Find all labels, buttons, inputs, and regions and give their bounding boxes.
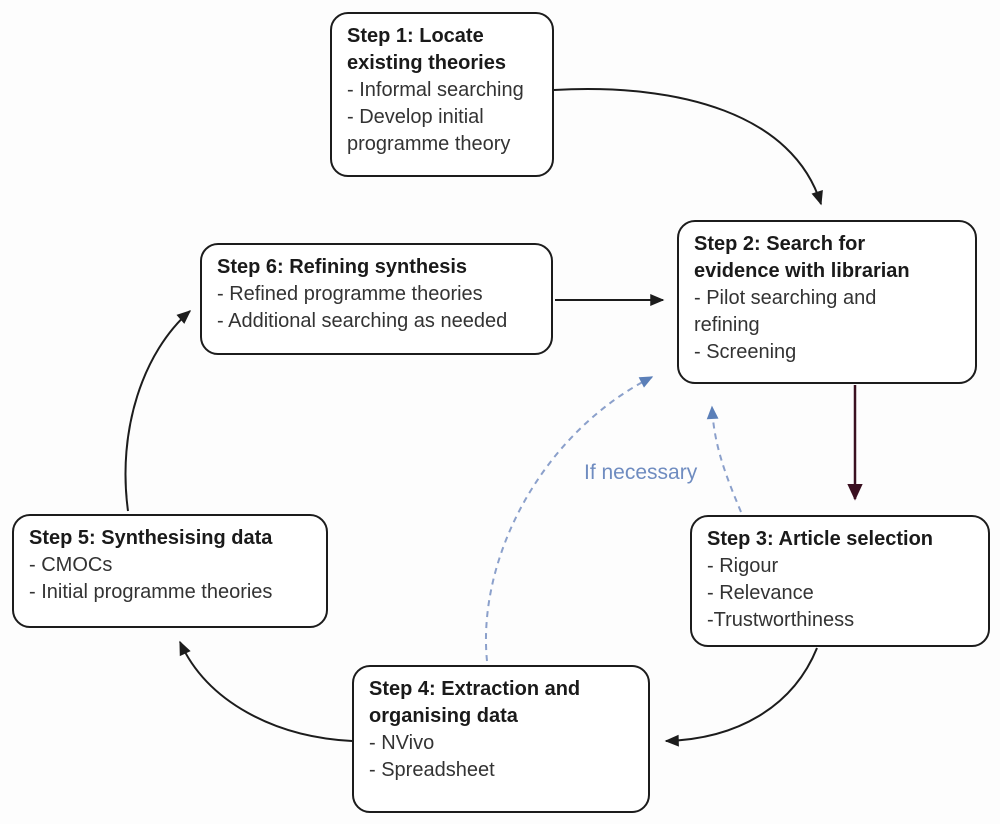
step-3-body-line: - Rigour	[707, 555, 779, 577]
step-4-body-line: - Spreadsheet	[369, 759, 495, 781]
step-6-body-line: - Additional searching as needed	[217, 310, 508, 332]
arrow-step1-to-step2	[553, 88, 823, 206]
step-4-title-line: Step 4: Extraction and	[369, 678, 581, 700]
if-necessary-label: If necessary	[584, 461, 698, 484]
step-3-title-line: Step 3: Article selection	[707, 528, 933, 550]
step-3-body-line: - Relevance	[707, 582, 814, 604]
step-1-body-line: programme theory	[347, 133, 511, 155]
step-1-title-line: existing theories	[347, 52, 506, 74]
step-2-title-line: Step 2: Search for	[694, 233, 866, 255]
step-1-body-line: - Develop initial	[347, 106, 484, 128]
arrow-step5-to-step6	[124, 310, 192, 512]
step-1-title-line: Step 1: Locate	[347, 25, 484, 47]
step-5-title-line: Step 5: Synthesising data	[29, 527, 273, 549]
step-1-box: Step 1: Locate existing theories - Infor…	[330, 12, 554, 177]
step-5-box: Step 5: Synthesising data - CMOCs - Init…	[12, 514, 328, 628]
step-6-body-line: - Refined programme theories	[217, 283, 483, 305]
step-5-body-line: - Initial programme theories	[29, 581, 273, 603]
arrow-step4-to-step5	[179, 640, 353, 742]
step-2-box: Step 2: Search for evidence with librari…	[677, 220, 977, 384]
step-4-body-line: - NVivo	[369, 732, 435, 754]
step-3-box: Step 3: Article selection - Rigour - Rel…	[690, 515, 990, 647]
step-2-body-line: - Screening	[694, 341, 797, 363]
dashed-arrow-step3-to-step2	[706, 405, 742, 513]
step-2-title-line: evidence with librarian	[694, 260, 910, 282]
step-4-title-line: organising data	[369, 705, 518, 727]
arrow-step3-to-step4	[664, 647, 818, 747]
step-6-box: Step 6: Refining synthesis - Refined pro…	[200, 243, 553, 355]
step-4-box: Step 4: Extraction and organising data -…	[352, 665, 650, 813]
step-1-body-line: - Informal searching	[347, 79, 524, 101]
step-5-body-line: - CMOCs	[29, 554, 113, 576]
step-3-body-line: -Trustworthiness	[707, 609, 855, 631]
dashed-arrow-step4-to-step2	[485, 376, 654, 662]
step-2-body-line: - Pilot searching and	[694, 287, 877, 309]
step-6-title-line: Step 6: Refining synthesis	[217, 256, 468, 278]
step-2-body-line: refining	[694, 314, 760, 336]
